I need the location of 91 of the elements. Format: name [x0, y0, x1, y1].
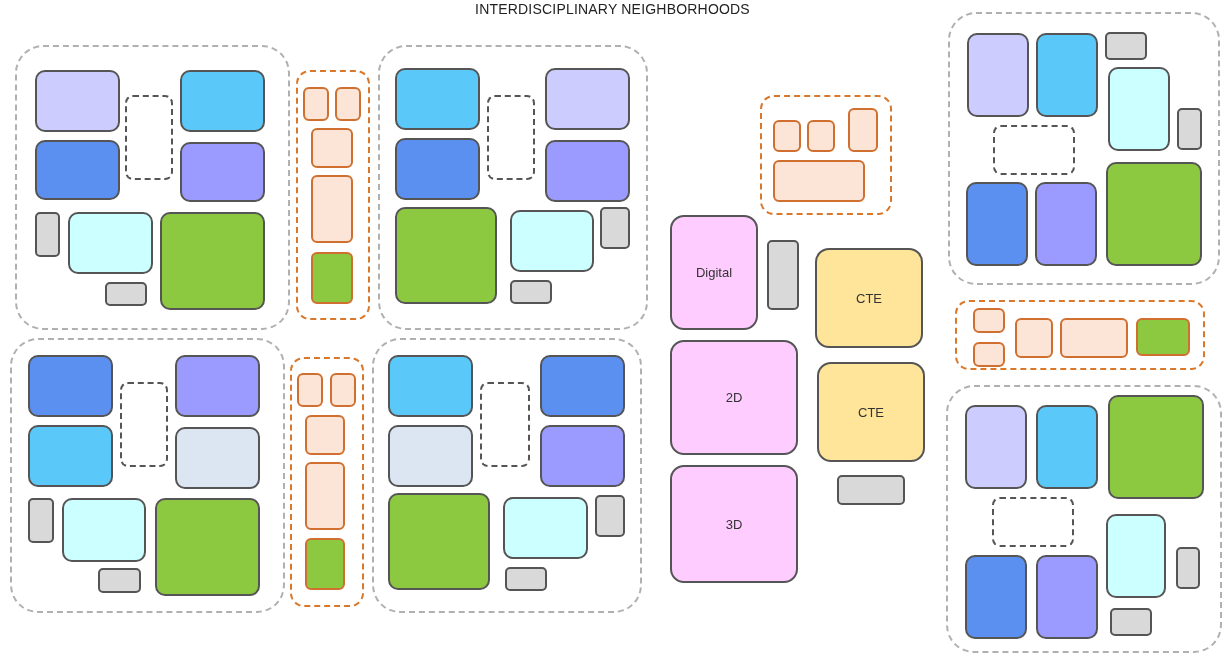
room-block [1176, 547, 1200, 589]
room-block [1035, 182, 1097, 266]
dashed-room-outline [487, 95, 535, 180]
room-block [973, 342, 1005, 367]
room-block [973, 308, 1005, 333]
zone-outline [290, 357, 364, 607]
room-block [767, 240, 799, 310]
room-block [175, 427, 260, 489]
room-block [965, 405, 1027, 489]
room-block [510, 210, 594, 272]
room-block [175, 355, 260, 417]
room-block [545, 68, 630, 130]
room-block [1060, 318, 1128, 358]
room-block [35, 212, 60, 257]
room-block [388, 425, 473, 487]
room-block [105, 282, 147, 306]
room-block: 3D [670, 465, 798, 583]
room-block [503, 497, 588, 559]
room-block [1015, 318, 1053, 358]
room-block [966, 182, 1028, 266]
room-block [330, 373, 356, 407]
dashed-room-outline [480, 382, 530, 467]
room-block [62, 498, 146, 562]
room-block [180, 70, 265, 132]
room-block [305, 538, 345, 590]
room-block [28, 355, 113, 417]
room-block [837, 475, 905, 505]
zone-outline [15, 45, 290, 330]
room-block [545, 140, 630, 202]
room-block [335, 87, 361, 121]
room-block [1105, 32, 1147, 60]
room-block [540, 425, 625, 487]
dashed-room-outline [125, 95, 173, 180]
room-block [395, 138, 480, 200]
room-block [388, 355, 473, 417]
room-block [395, 68, 480, 130]
room-block [848, 108, 878, 152]
zone-outline [378, 45, 648, 330]
room-block [35, 140, 120, 200]
room-block [1177, 108, 1202, 150]
room-block [180, 142, 265, 202]
room-block [311, 175, 353, 243]
room-block [305, 462, 345, 530]
room-block [388, 493, 490, 590]
room-block [303, 87, 329, 121]
room-block [600, 207, 630, 249]
room-block: 2D [670, 340, 798, 455]
room-block [967, 33, 1029, 117]
room-block: CTE [815, 248, 923, 348]
room-block [1106, 514, 1166, 598]
room-block [1110, 608, 1152, 636]
room-block [1106, 162, 1202, 266]
room-block [1108, 67, 1170, 151]
room-block [155, 498, 260, 596]
room-block [1136, 318, 1190, 356]
room-block [505, 567, 547, 591]
zone-outline [955, 300, 1205, 370]
room-block: Digital [670, 215, 758, 330]
room-block [595, 495, 625, 537]
room-block [297, 373, 323, 407]
room-block [1036, 33, 1098, 117]
room-block [510, 280, 552, 304]
room-block [305, 415, 345, 455]
room-block [311, 252, 353, 304]
room-block [311, 128, 353, 168]
room-block [160, 212, 265, 310]
dashed-room-outline [993, 125, 1075, 175]
room-block [28, 425, 113, 487]
room-block [68, 212, 153, 274]
zone-outline [948, 12, 1220, 285]
room-block [28, 498, 54, 543]
zone-outline [760, 95, 892, 215]
room-block [807, 120, 835, 152]
dashed-room-outline [120, 382, 168, 467]
room-block [965, 555, 1027, 639]
room-block [773, 120, 801, 152]
room-block [1036, 405, 1098, 489]
zone-outline [296, 70, 370, 320]
room-block [1036, 555, 1098, 639]
room-block [540, 355, 625, 417]
zone-outline [10, 338, 285, 613]
room-block [395, 207, 497, 304]
room-block [773, 160, 865, 202]
room-block [98, 568, 141, 593]
room-block [35, 70, 120, 132]
dashed-room-outline [992, 497, 1074, 547]
room-block: CTE [817, 362, 925, 462]
room-block [1108, 395, 1204, 499]
diagram-title: INTERDISCIPLINARY NEIGHBORHOODS [475, 1, 750, 17]
zone-outline [372, 338, 642, 613]
zone-outline [946, 385, 1222, 653]
